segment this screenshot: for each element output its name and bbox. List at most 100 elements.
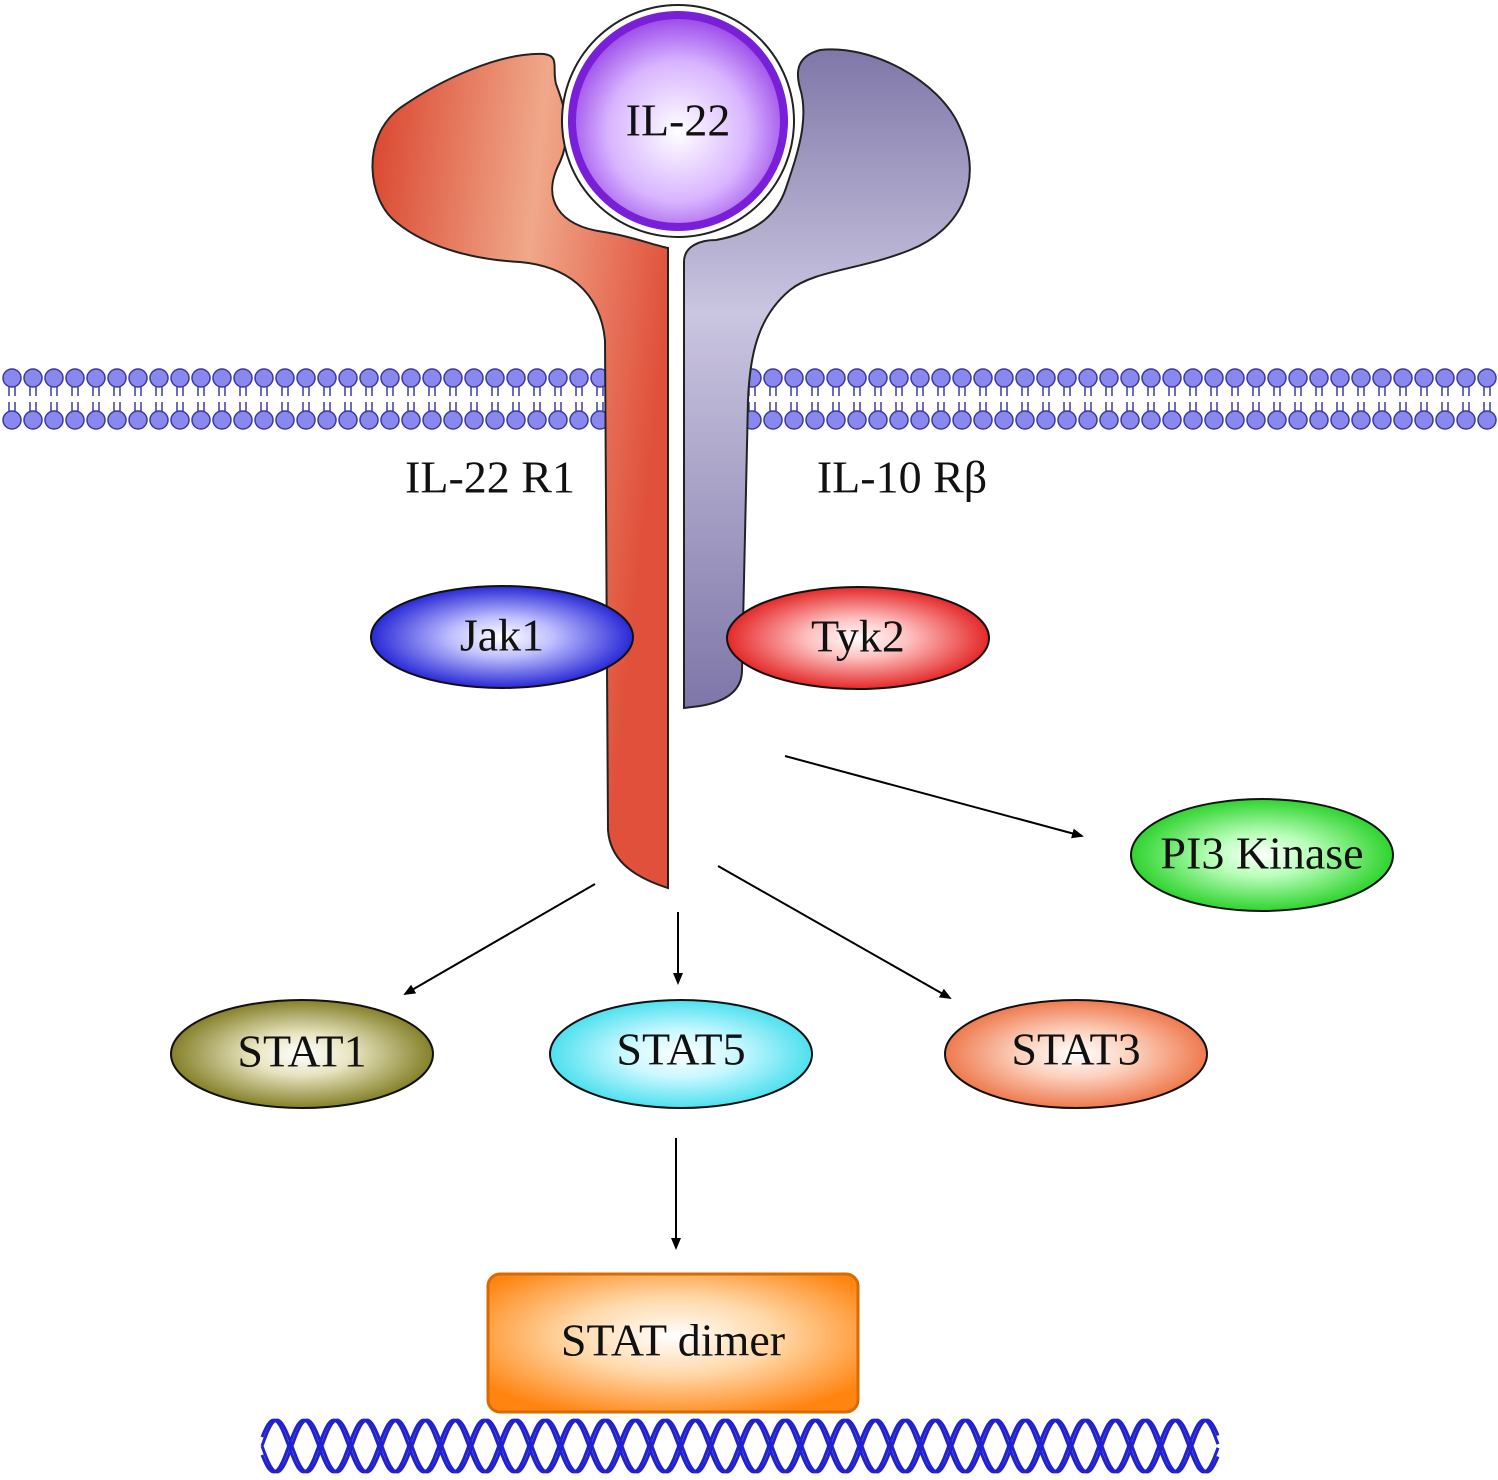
lipid-head: [1414, 368, 1434, 388]
lipid-head: [401, 368, 421, 388]
lipid-head: [1393, 410, 1413, 430]
lipid-head: [1246, 368, 1266, 388]
lipid-head: [931, 410, 951, 430]
lipid-head: [506, 410, 526, 430]
lipid-head: [1288, 410, 1308, 430]
lipid-head: [44, 410, 64, 430]
lipid-head: [826, 410, 846, 430]
lipid-head: [1435, 368, 1455, 388]
lipid-head: [170, 368, 190, 388]
lipid-head: [1267, 410, 1287, 430]
lipid-head: [805, 410, 825, 430]
lipid-head: [275, 368, 295, 388]
lipid-head: [784, 368, 804, 388]
lipid-head: [847, 410, 867, 430]
lipid-head: [1351, 368, 1371, 388]
lipid-head: [2, 410, 22, 430]
lipid-head: [149, 410, 169, 430]
lipid-head: [107, 368, 127, 388]
lipid-head: [973, 410, 993, 430]
lipid-head: [826, 368, 846, 388]
lipid-head: [889, 410, 909, 430]
lipid-head: [1267, 368, 1287, 388]
node-stat1: STAT1: [170, 999, 434, 1109]
lipid-head: [464, 368, 484, 388]
lipid-head: [1372, 410, 1392, 430]
lipid-head: [1120, 410, 1140, 430]
lipid-head: [527, 410, 547, 430]
lipid-head: [23, 410, 43, 430]
lipid-head: [763, 410, 783, 430]
lipid-head: [1477, 368, 1497, 388]
lipid-head: [1456, 410, 1476, 430]
lipid-head: [994, 410, 1014, 430]
lipid-head: [1456, 368, 1476, 388]
dna-strand: [260, 1418, 1220, 1474]
receptor-il22-r1-shape: [371, 52, 669, 890]
lipid-head: [1078, 410, 1098, 430]
node-jak1-label: Jak1: [460, 610, 544, 661]
lipid-head: [973, 368, 993, 388]
lipid-head: [464, 410, 484, 430]
lipid-head: [107, 410, 127, 430]
lipid-head: [569, 410, 589, 430]
ligand-il22: IL-22: [561, 4, 795, 238]
lipid-head: [994, 368, 1014, 388]
lipid-head: [1435, 410, 1455, 430]
lipid-head: [1078, 368, 1098, 388]
lipid-head: [847, 368, 867, 388]
lipid-head: [443, 410, 463, 430]
lipid-head: [1183, 410, 1203, 430]
lipid-head: [1351, 410, 1371, 430]
node-jak1: Jak1: [370, 585, 634, 689]
lipid-head: [128, 368, 148, 388]
lipid-head: [1393, 368, 1413, 388]
ligand-label: IL-22: [626, 95, 731, 146]
node-pi3-kinase-label: PI3 Kinase: [1160, 828, 1363, 879]
lipid-head: [485, 410, 505, 430]
lipid-head: [254, 368, 274, 388]
lipid-head: [485, 368, 505, 388]
lipid-head: [527, 368, 547, 388]
lipid-head: [1330, 368, 1350, 388]
lipid-head: [1414, 410, 1434, 430]
lipid-head: [86, 410, 106, 430]
lipid-head: [233, 410, 253, 430]
lipid-head: [128, 410, 148, 430]
lipid-head: [805, 368, 825, 388]
lipid-head: [317, 410, 337, 430]
lipid-head: [65, 410, 85, 430]
lipid-head: [86, 368, 106, 388]
lipid-head: [1162, 410, 1182, 430]
node-pi3-kinase: PI3 Kinase: [1130, 798, 1394, 912]
receptor-il22-r1-label: IL-22 R1: [405, 452, 575, 503]
node-tyk2: Tyk2: [726, 586, 990, 690]
lipid-head: [506, 368, 526, 388]
lipid-head: [868, 410, 888, 430]
lipid-head: [1309, 410, 1329, 430]
lipid-head: [149, 368, 169, 388]
receptor-il10-rbeta-label: IL-10 Rβ: [817, 452, 987, 503]
node-tyk2-label: Tyk2: [811, 611, 905, 662]
lipid-head: [784, 410, 804, 430]
lipid-head: [1225, 368, 1245, 388]
lipid-head: [1057, 410, 1077, 430]
lipid-head: [443, 368, 463, 388]
lipid-head: [422, 410, 442, 430]
lipid-head: [952, 368, 972, 388]
lipid-head: [889, 368, 909, 388]
lipid-head: [380, 368, 400, 388]
lipid-head: [910, 410, 930, 430]
lipid-head: [254, 410, 274, 430]
lipid-head: [1036, 410, 1056, 430]
lipid-head: [191, 410, 211, 430]
lipid-head: [1372, 368, 1392, 388]
lipid-head: [65, 368, 85, 388]
lipid-head: [548, 410, 568, 430]
lipid-head: [359, 410, 379, 430]
lipid-head: [191, 368, 211, 388]
lipid-head: [296, 368, 316, 388]
lipid-head: [380, 410, 400, 430]
lipid-head: [233, 368, 253, 388]
